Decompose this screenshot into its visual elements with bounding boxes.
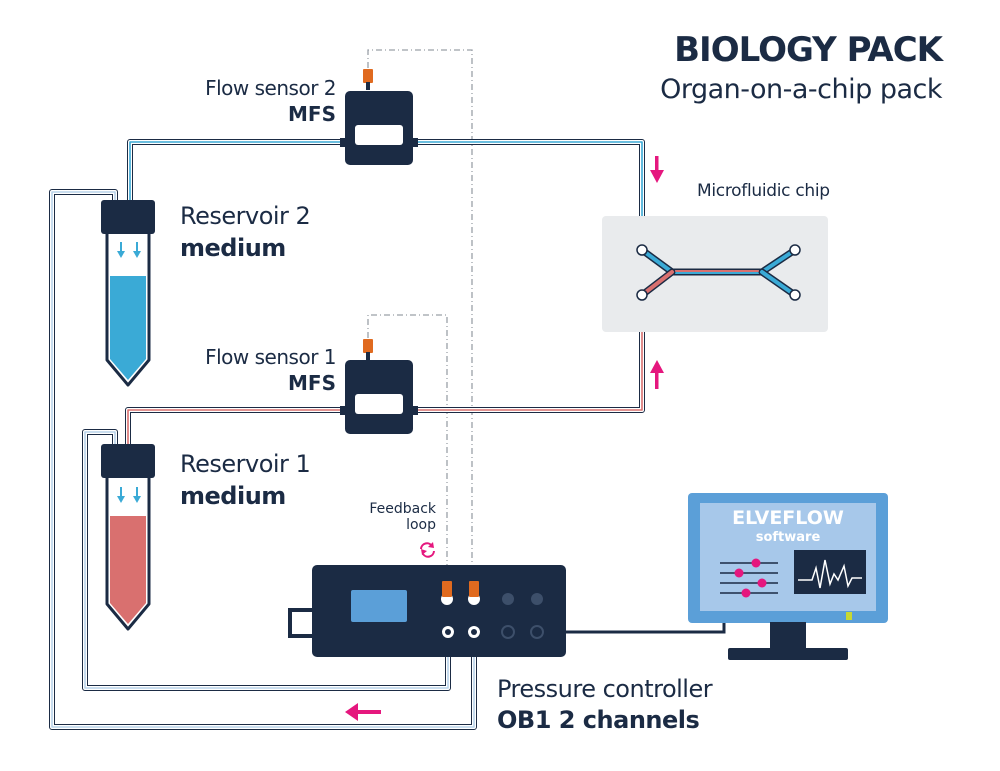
waveform-graph [798, 559, 862, 589]
reservoir-1-tube [101, 444, 155, 631]
usb-cable [566, 620, 726, 634]
flow-sensor-2-label: Flow sensor 2 [205, 76, 336, 100]
reservoir-1-label: Reservoir 1 [180, 450, 311, 478]
flow-sensor-1-label: Flow sensor 1 [205, 345, 336, 369]
flow-sensor-1-model: MFS [288, 371, 336, 395]
flow-arrow-left [345, 703, 381, 721]
pressure-controller-device [288, 565, 566, 657]
microfluidic-chip [602, 216, 828, 332]
flow-arrow-down [650, 156, 664, 183]
pressure-controller-model: OB1 2 channels [497, 706, 700, 734]
flow-sensor-2 [340, 69, 418, 165]
flow-arrow-up [650, 360, 664, 389]
signal-cables [367, 49, 473, 590]
flow-sensor-1 [340, 339, 418, 434]
flow-sensor-2-model: MFS [288, 102, 336, 126]
reservoir-1-content: medium [180, 482, 286, 510]
refresh-icon [420, 542, 435, 558]
pressure-lines [49, 189, 477, 730]
monitor-subtitle: software [755, 530, 821, 545]
monitor [688, 493, 888, 660]
feedback-label-line2: loop [406, 517, 436, 533]
feedback-label-line1: Feedback [369, 501, 436, 517]
reservoir-2-tube [101, 200, 155, 387]
reservoir-2-label: Reservoir 2 [180, 202, 311, 230]
pressure-controller-label: Pressure controller [497, 675, 713, 703]
chip-label: Microfluidic chip [697, 181, 830, 201]
monitor-title: ELVEFLOW [732, 507, 844, 529]
page-title: BIOLOGY PACK [674, 30, 943, 70]
page-subtitle: Organ-on-a-chip pack [660, 74, 942, 105]
reservoir-2-content: medium [180, 234, 286, 262]
